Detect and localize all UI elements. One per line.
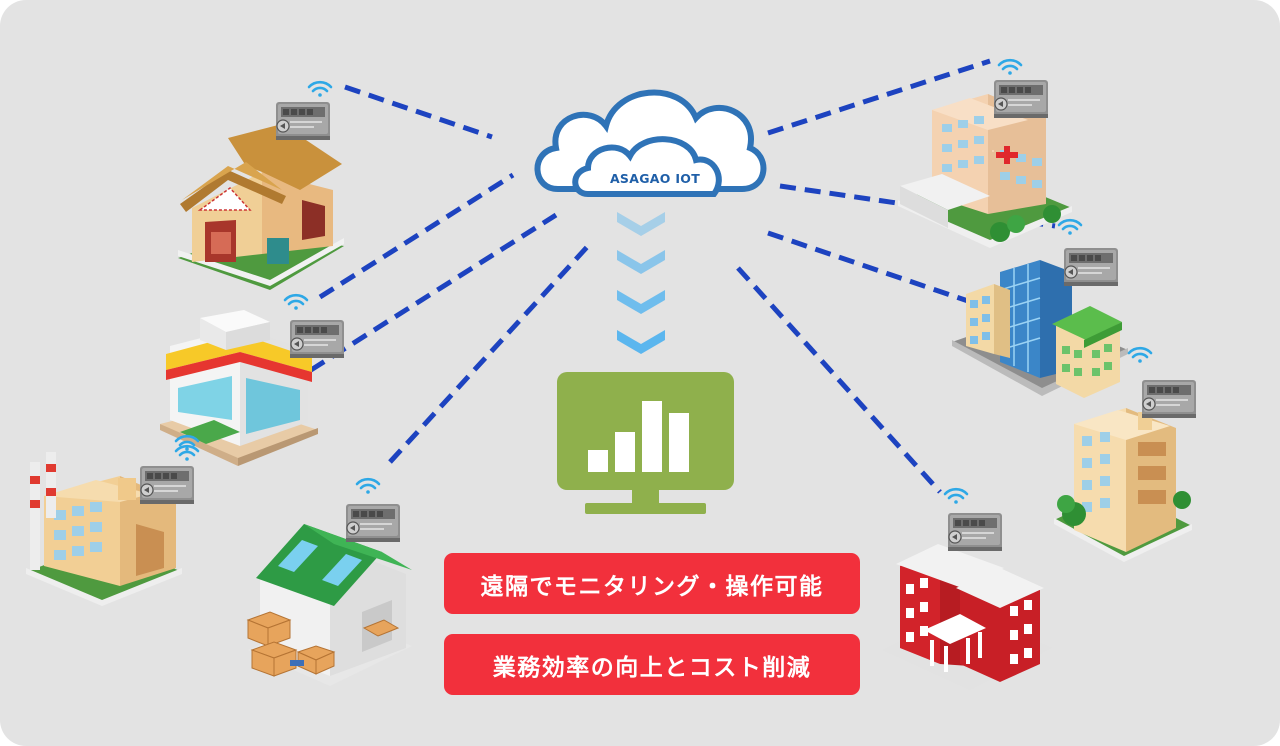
gateway-device-icon (947, 512, 1003, 552)
wifi-icon (997, 58, 1023, 77)
office-buildings (952, 260, 1128, 398)
gateway-device-icon (1063, 247, 1119, 287)
wifi-icon (1057, 218, 1083, 237)
school-building (882, 544, 1052, 690)
wifi-icon (307, 80, 333, 99)
gateway-device-icon (345, 503, 401, 543)
cloud-label: ASAGAO IOT (610, 171, 700, 186)
chevron-down-icon (617, 250, 665, 274)
cloud-icon: ASAGAO IOT (534, 89, 767, 197)
wifi-icon (283, 293, 309, 312)
benefit-badge-remote-monitoring: 遠隔でモニタリング・操作可能 (444, 553, 860, 614)
wifi-icon (1127, 346, 1153, 365)
down-arrows (617, 212, 665, 354)
gateway-device-icon (1141, 379, 1197, 419)
warehouse-building (246, 524, 412, 686)
gateway-device-icon (275, 101, 331, 141)
monitor-chart-icon (557, 372, 734, 514)
house-building (178, 124, 344, 290)
link-store (318, 172, 515, 300)
gateway-device-icon (289, 319, 345, 359)
hospital-building (898, 94, 1072, 248)
chevron-down-icon (617, 290, 665, 314)
chevron-down-icon (617, 212, 665, 236)
chevron-down-icon (617, 330, 665, 354)
gateway-device-icon (993, 79, 1049, 119)
apartment-building (1054, 408, 1192, 562)
link-house (344, 84, 493, 140)
wifi-icon (943, 487, 969, 506)
link-hospital (767, 58, 991, 136)
wifi-icon (355, 477, 381, 496)
link-factory (203, 212, 558, 440)
benefit-badge-cost-reduction: 業務効率の向上とコスト削減 (444, 634, 860, 695)
gateway-device-icon (139, 465, 195, 505)
link-school (736, 266, 942, 494)
